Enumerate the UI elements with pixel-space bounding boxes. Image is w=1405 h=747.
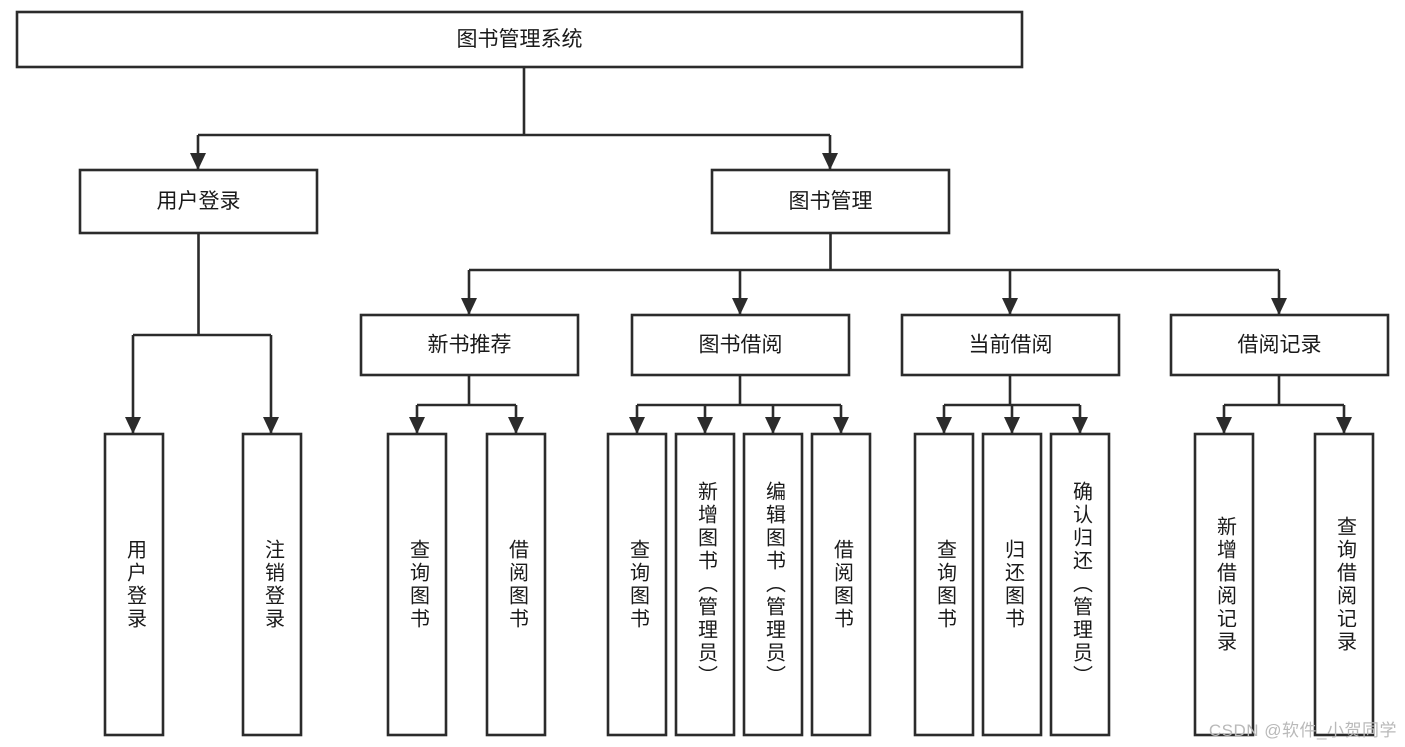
arrow-head-icon (461, 298, 477, 315)
arrow-head-icon (1072, 417, 1088, 434)
node-leaf-12[interactable] (1193, 432, 1255, 737)
arrow-head-icon (508, 417, 524, 434)
node-leaf-3[interactable] (386, 432, 448, 737)
node-leaf-13[interactable] (1313, 432, 1375, 737)
node-leaf-7[interactable] (742, 432, 804, 737)
arrow-head-icon (1336, 417, 1352, 434)
node-level3-3[interactable] (900, 313, 1121, 377)
edges-layer (125, 67, 1352, 434)
arrow-head-icon (1002, 298, 1018, 315)
node-root-label: 图书管理系统 (457, 28, 583, 51)
arrow-head-icon (409, 417, 425, 434)
node-level2-label-1: 用户登录 (157, 190, 241, 213)
boxes-layer (15, 10, 1390, 737)
node-leaf-1[interactable] (103, 432, 165, 737)
arrow-head-icon (1004, 417, 1020, 434)
node-root[interactable] (15, 10, 1024, 69)
node-level3-label-3: 当前借阅 (969, 334, 1053, 357)
arrow-head-icon (765, 417, 781, 434)
node-level2-2[interactable] (710, 168, 951, 235)
node-level3-1[interactable] (359, 313, 580, 377)
node-leaf-6[interactable] (674, 432, 736, 737)
node-leaf-11[interactable] (1049, 432, 1111, 737)
node-level2-1[interactable] (78, 168, 319, 235)
arrow-head-icon (125, 417, 141, 434)
arrow-head-icon (263, 417, 279, 434)
node-level2-label-2: 图书管理 (789, 190, 873, 213)
arrow-head-icon (697, 417, 713, 434)
node-leaf-2[interactable] (241, 432, 303, 737)
arrow-head-icon (833, 417, 849, 434)
arrow-head-icon (629, 417, 645, 434)
node-leaf-8[interactable] (810, 432, 872, 737)
arrow-head-icon (190, 153, 206, 170)
node-leaf-4[interactable] (485, 432, 547, 737)
arrow-head-icon (732, 298, 748, 315)
watermark: CSDN @软件_小贺同学 (1208, 721, 1397, 740)
node-level3-4[interactable] (1169, 313, 1390, 377)
arrow-head-icon (1216, 417, 1232, 434)
node-level3-label-4: 借阅记录 (1238, 334, 1322, 357)
node-level3-label-1: 新书推荐 (428, 334, 512, 357)
arrow-head-icon (936, 417, 952, 434)
node-level3-label-2: 图书借阅 (699, 334, 783, 357)
arrow-head-icon (822, 153, 838, 170)
node-leaf-9[interactable] (913, 432, 975, 737)
node-leaf-10[interactable] (981, 432, 1043, 737)
node-level3-2[interactable] (630, 313, 851, 377)
arrow-head-icon (1271, 298, 1287, 315)
node-leaf-5[interactable] (606, 432, 668, 737)
